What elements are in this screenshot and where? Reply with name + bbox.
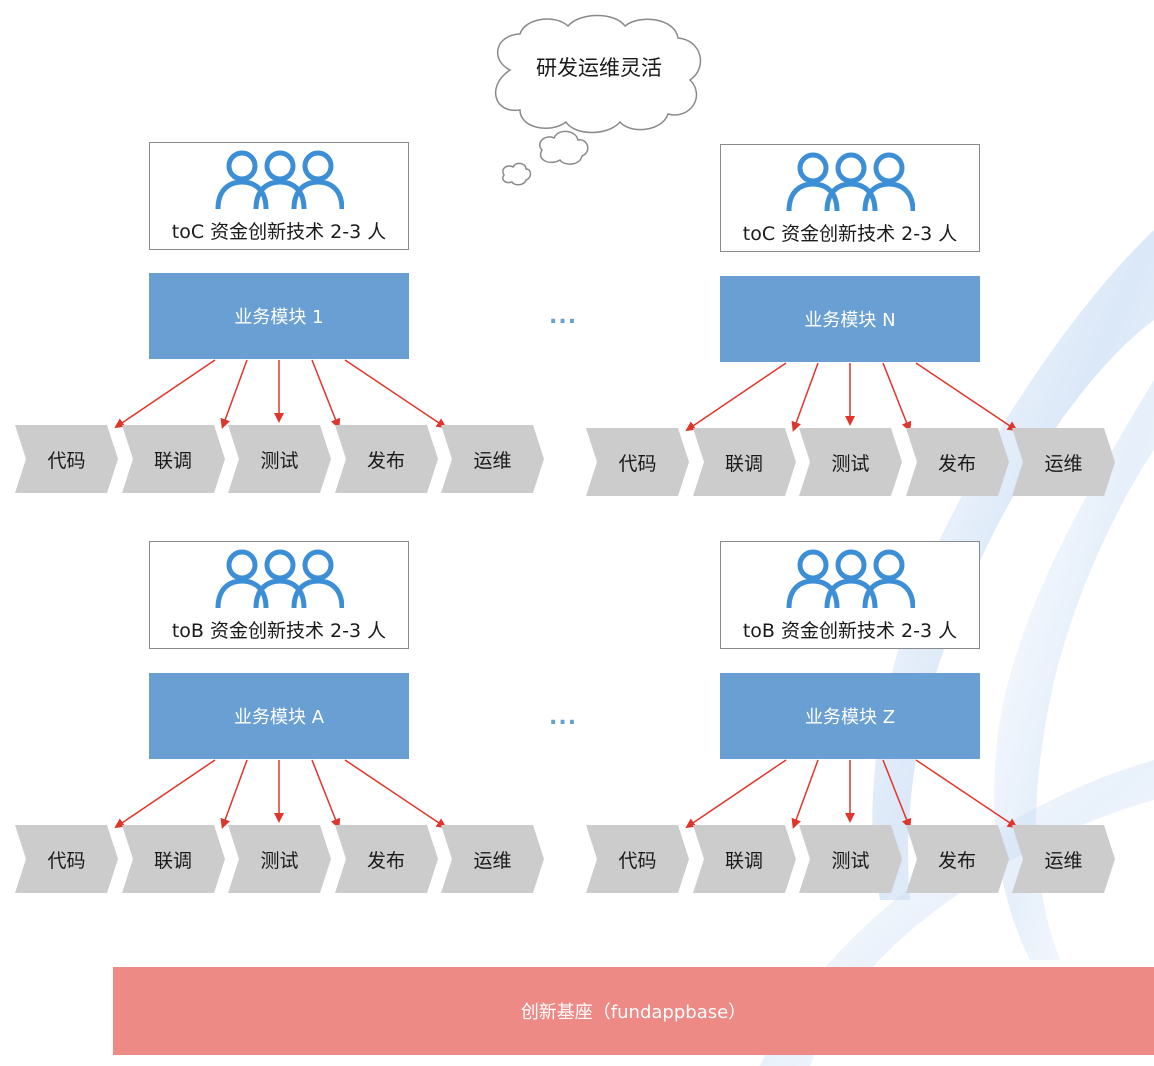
- chevron-shape: [121, 425, 225, 493]
- pipeline-step-label: 联调: [724, 452, 763, 475]
- pipeline-step-label: 代码: [618, 849, 657, 872]
- chevron-shape: [121, 825, 225, 893]
- team-label: toB 资金创新技术 2-3 人: [171, 620, 387, 642]
- flow-arrow: [791, 362, 819, 432]
- pipeline-step: 代码: [15, 425, 118, 493]
- chevron-shape: [441, 825, 544, 893]
- chevron-shape: [334, 825, 438, 893]
- team-box-tob-a: toB 资金创新技术 2-3 人: [149, 541, 409, 649]
- flow-arrow: [311, 759, 341, 829]
- chevron-shape: [692, 825, 796, 893]
- pipeline-step-label: 运维: [1044, 849, 1083, 872]
- people-group-icon: [786, 549, 915, 609]
- pipeline-step-label: 测试: [831, 849, 870, 872]
- chevron-shape: [1012, 428, 1115, 496]
- pipeline-step: 运维: [1012, 428, 1115, 496]
- pipeline-step: 联调: [121, 825, 225, 893]
- pipeline-step: 测试: [799, 825, 902, 893]
- flow-arrow: [685, 362, 787, 432]
- team-box-toc-1: toC 资金创新技术 2-3 人: [149, 142, 409, 250]
- flow-arrow: [915, 362, 1018, 432]
- pipeline-step: 联调: [121, 425, 225, 493]
- chevron-shape: [799, 825, 902, 893]
- chevron-shape: [441, 425, 544, 493]
- team-box-tob-z: toB 资金创新技术 2-3 人: [720, 541, 980, 649]
- pipeline-step: 代码: [15, 825, 118, 893]
- pipeline-step-label: 运维: [473, 449, 512, 472]
- flow-arrow: [344, 759, 447, 829]
- pipeline-step: 代码: [586, 428, 689, 496]
- chevron-shape: [905, 825, 1009, 893]
- chevron-shape: [15, 825, 118, 893]
- thought-cloud: 研发运维灵活: [480, 10, 720, 200]
- pipeline-step-label: 代码: [47, 849, 86, 872]
- pipeline-step: 联调: [692, 428, 796, 496]
- team-label: toC 资金创新技术 2-3 人: [742, 223, 958, 245]
- pipeline-step-label: 测试: [260, 849, 299, 872]
- pipeline-step: 运维: [441, 425, 544, 493]
- people-group-icon: [786, 152, 915, 212]
- chevron-shape: [334, 425, 438, 493]
- pipeline-step-label: 运维: [473, 849, 512, 872]
- pipeline-step-label: 联调: [153, 449, 192, 472]
- chevron-shape: [799, 428, 902, 496]
- pipeline-step: 联调: [692, 825, 796, 893]
- chevron-shape: [228, 825, 331, 893]
- chevron-shape: [15, 425, 118, 493]
- module-z: 业务模块 Z: [720, 673, 980, 759]
- flow-arrow: [685, 759, 787, 829]
- pipeline-step: 发布: [905, 825, 1009, 893]
- pipeline-step-label: 代码: [47, 449, 86, 472]
- pipeline-step-label: 发布: [366, 449, 405, 472]
- module-a: 业务模块 A: [149, 673, 409, 759]
- pipeline-step: 运维: [1012, 825, 1115, 893]
- pipeline-step-label: 发布: [366, 849, 405, 872]
- chevron-shape: [1012, 825, 1115, 893]
- pipeline-step-label: 代码: [618, 452, 657, 475]
- pipeline-step-label: 发布: [937, 849, 976, 872]
- module-n: 业务模块 N: [720, 276, 980, 362]
- pipeline-step: 代码: [586, 825, 689, 893]
- flow-arrow: [882, 759, 912, 829]
- pipeline-step-label: 联调: [153, 849, 192, 872]
- flow-arrow: [882, 362, 912, 432]
- chevron-shape: [586, 428, 689, 496]
- foundation-bar: 创新基座（fundappbase）: [113, 967, 1154, 1055]
- module-1: 业务模块 1: [149, 273, 409, 359]
- flow-arrow: [114, 759, 216, 829]
- pipeline-step: 测试: [799, 428, 902, 496]
- pipeline-step: 测试: [228, 425, 331, 493]
- pipeline-step: 测试: [228, 825, 331, 893]
- pipeline-step-label: 运维: [1044, 452, 1083, 475]
- flow-arrow: [220, 359, 248, 429]
- flow-arrow: [220, 759, 248, 829]
- ellipsis-top: ...: [549, 304, 578, 329]
- pipeline-step: 发布: [334, 825, 438, 893]
- team-label: toC 资金创新技术 2-3 人: [171, 221, 387, 243]
- flow-arrow: [344, 359, 447, 429]
- chevron-shape: [905, 428, 1009, 496]
- pipeline-step-label: 发布: [937, 452, 976, 475]
- flow-arrow: [114, 359, 216, 429]
- chevron-shape: [692, 428, 796, 496]
- flow-arrow: [311, 359, 341, 429]
- chevron-shape: [228, 425, 331, 493]
- pipeline-step-label: 测试: [831, 452, 870, 475]
- pipeline-step: 发布: [334, 425, 438, 493]
- pipeline-step-label: 测试: [260, 449, 299, 472]
- people-group-icon: [215, 150, 344, 210]
- ellipsis-bottom: ...: [549, 705, 578, 730]
- team-box-toc-n: toC 资金创新技术 2-3 人: [720, 144, 980, 252]
- thought-cloud-icon: [494, 14, 702, 186]
- flow-arrow: [915, 759, 1018, 829]
- cloud-text: 研发运维灵活: [536, 56, 662, 80]
- people-group-icon: [215, 549, 344, 609]
- pipeline-step: 运维: [441, 825, 544, 893]
- pipeline-step: 发布: [905, 428, 1009, 496]
- pipeline-step-label: 联调: [724, 849, 763, 872]
- chevron-shape: [586, 825, 689, 893]
- team-label: toB 资金创新技术 2-3 人: [742, 620, 958, 642]
- flow-arrow: [791, 759, 819, 829]
